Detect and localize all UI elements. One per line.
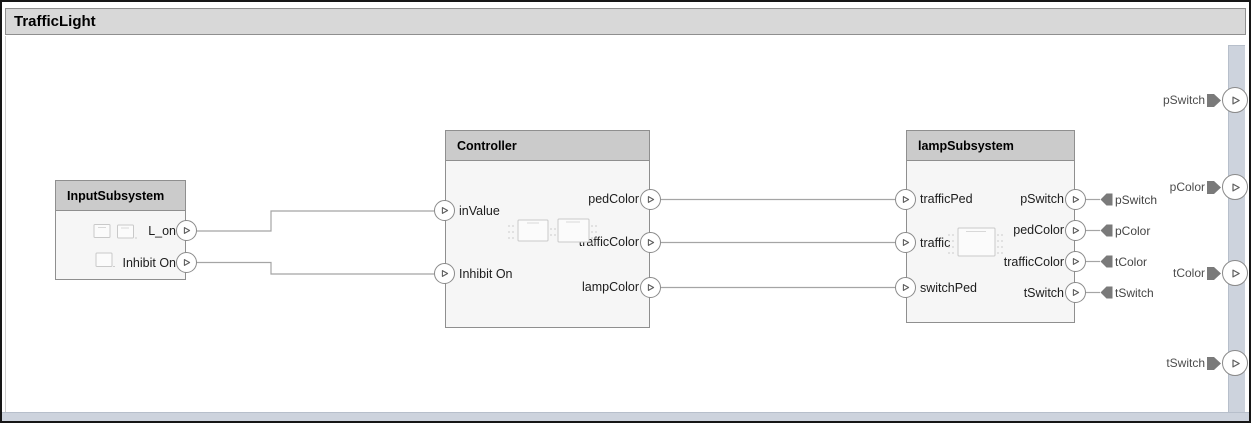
port-label: trafficColor — [1003, 255, 1064, 269]
signal-arrow-left-icon — [1100, 286, 1113, 299]
port-lampsubsystem-pedcolor[interactable] — [1065, 220, 1086, 241]
port-controller-trafficcolor[interactable] — [640, 232, 661, 253]
port-label: Inhibit On — [122, 256, 176, 270]
port-label: trafficPed — [920, 192, 973, 206]
outport-label: pColor — [1169, 180, 1205, 194]
inport-triangle-icon — [902, 239, 910, 246]
signal-arrow-right-icon — [1207, 356, 1221, 370]
port-lampsubsystem-pswitch[interactable] — [1065, 189, 1086, 210]
outport-triangle-icon — [647, 196, 655, 203]
block-title: InputSubsystem — [67, 188, 165, 203]
outport-triangle-icon — [1231, 96, 1240, 104]
outport-circle[interactable] — [1222, 350, 1248, 376]
port-lampsubsystem-tswitch[interactable] — [1065, 282, 1086, 303]
signal-arrow-right-icon — [1207, 180, 1221, 194]
block-title: lampSubsystem — [918, 138, 1014, 153]
outport-triangle-icon — [1072, 289, 1080, 296]
outport-pswitch[interactable]: pSwitch — [1163, 87, 1248, 113]
outport-circle[interactable] — [1222, 87, 1248, 113]
signal-arrow-left-icon — [1100, 224, 1113, 237]
outport-label: tColor — [1172, 266, 1205, 280]
outport-triangle-icon — [1231, 269, 1240, 277]
signal-tag-pswitch[interactable]: pSwitch — [1100, 191, 1157, 208]
block-lampsubsystem[interactable]: lampSubsystem trafficPed traffic switchP… — [906, 130, 1075, 323]
signal-tag-label: pColor — [1115, 223, 1151, 238]
canvas-edge-bottom — [2, 412, 1249, 421]
block-content-preview — [93, 218, 1003, 267]
outport-circle[interactable] — [1222, 174, 1248, 200]
signal-tag-tswitch[interactable]: tSwitch — [1100, 284, 1154, 301]
port-inputsubsystem-l-on[interactable] — [176, 220, 197, 241]
signal-tag-label: pSwitch — [1115, 192, 1158, 207]
port-label: pedColor — [1013, 223, 1064, 237]
port-controller-invalue[interactable] — [434, 200, 455, 221]
port-lampsubsystem-traffic[interactable] — [895, 232, 916, 253]
port-label: pSwitch — [1020, 192, 1064, 206]
signal-tag-label: tSwitch — [1115, 285, 1154, 300]
port-lampsubsystem-trafficcolor[interactable] — [1065, 251, 1086, 272]
outport-triangle-icon — [647, 284, 655, 291]
wire-lon-to-invalue[interactable] — [197, 210, 434, 232]
signal-tag-label: tColor — [1115, 254, 1148, 269]
signal-tag-pcolor[interactable]: pColor — [1100, 222, 1150, 239]
port-inputsubsystem-inhibit-on[interactable] — [176, 252, 197, 273]
outport-triangle-icon — [1072, 227, 1080, 234]
canvas-edge-right — [1228, 45, 1245, 413]
outport-pcolor[interactable]: pColor — [1170, 174, 1248, 200]
signal-tag-tcolor[interactable]: tColor — [1100, 253, 1147, 270]
inport-triangle-icon — [441, 207, 449, 214]
outport-label: pSwitch — [1162, 93, 1205, 107]
outport-label: tSwitch — [1166, 356, 1205, 370]
outport-tswitch[interactable]: tSwitch — [1166, 350, 1248, 376]
port-controller-inhibit-on[interactable] — [434, 263, 455, 284]
port-label: L_on — [148, 224, 176, 238]
canvas-edge-left — [5, 36, 6, 412]
block-header: lampSubsystem — [907, 131, 1074, 161]
port-controller-lampcolor[interactable] — [640, 277, 661, 298]
port-controller-pedcolor[interactable] — [640, 189, 661, 210]
inport-triangle-icon — [902, 284, 910, 291]
signal-arrow-left-icon — [1100, 255, 1113, 268]
subsystem-title-bar: TrafficLight — [5, 8, 1246, 35]
inport-triangle-icon — [902, 196, 910, 203]
port-label: trafficColor — [578, 235, 639, 249]
inport-triangle-icon — [441, 270, 449, 277]
port-label: traffic — [920, 236, 951, 250]
outport-triangle-icon — [1072, 196, 1080, 203]
signal-arrow-right-icon — [1207, 93, 1221, 107]
outport-triangle-icon — [1072, 258, 1080, 265]
port-lampsubsystem-switchped[interactable] — [895, 277, 916, 298]
subsystem-title: TrafficLight — [14, 13, 96, 30]
port-label: Inhibit On — [459, 267, 513, 281]
port-label: inValue — [459, 204, 500, 218]
port-label: lampColor — [582, 280, 639, 294]
outport-triangle-icon — [1231, 359, 1240, 367]
block-title: Controller — [457, 138, 517, 153]
port-lampsubsystem-trafficped[interactable] — [895, 189, 916, 210]
signal-arrow-left-icon — [1100, 193, 1113, 206]
outport-triangle-icon — [183, 259, 191, 266]
signal-arrow-right-icon — [1207, 266, 1221, 280]
outport-triangle-icon — [647, 239, 655, 246]
outport-triangle-icon — [183, 227, 191, 234]
port-label: tSwitch — [1023, 286, 1064, 300]
outport-triangle-icon — [1231, 183, 1240, 191]
port-label: pedColor — [588, 192, 639, 206]
block-header: InputSubsystem — [56, 181, 185, 211]
block-header: Controller — [446, 131, 649, 161]
wire-inhibit-to-inhibit[interactable] — [197, 261, 434, 275]
outport-tcolor[interactable]: tColor — [1173, 260, 1248, 286]
port-label: switchPed — [920, 281, 977, 295]
outport-circle[interactable] — [1222, 260, 1248, 286]
